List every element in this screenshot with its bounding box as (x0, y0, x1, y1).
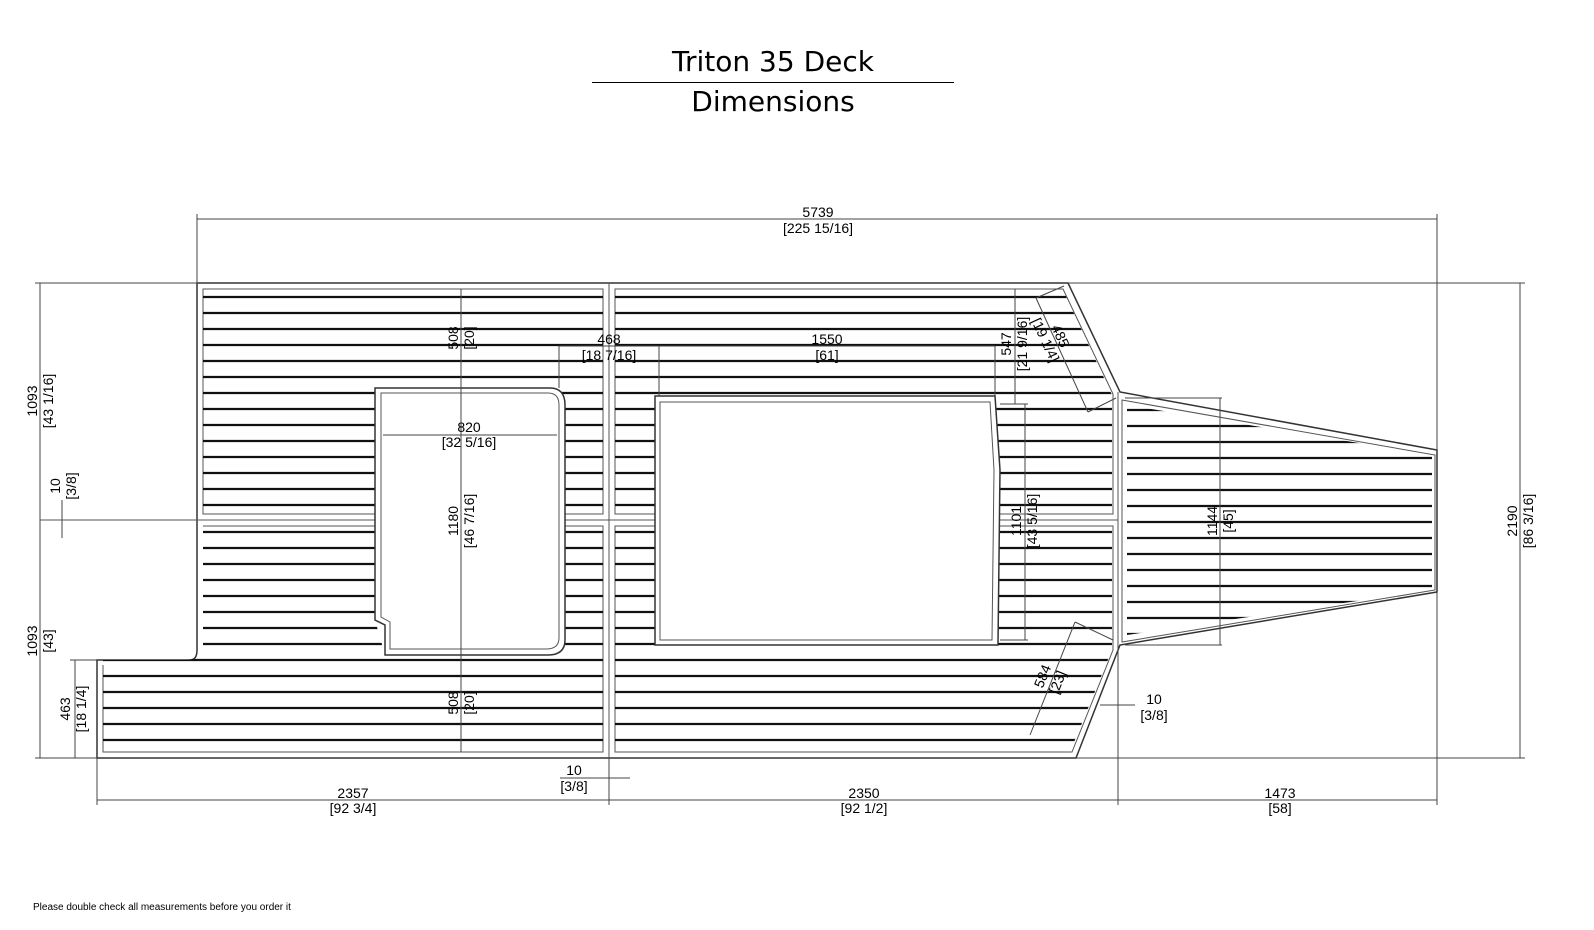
dimension-lines (35, 214, 1525, 805)
step-height-mm: 463 (57, 697, 73, 721)
lower-strip-mm: 508 (445, 691, 461, 715)
left-lower-height-inch: [43] (40, 629, 56, 652)
section-c-length-inch: [58] (1268, 800, 1291, 816)
side-strip-mm: 468 (597, 331, 621, 347)
section-b-length-mm: 2350 (848, 785, 879, 801)
hatch-cutout-inner (659, 401, 995, 641)
lower-strip-inch: [20] (461, 691, 477, 714)
hatch-length-inch: [61] (815, 347, 838, 363)
footer-note: Please double check all measurements bef… (33, 902, 291, 913)
planks-section-c-bow (1127, 408, 1432, 635)
dimension-labels: 5739 [225 15/16] 2190 [86 3/16] 1093 [43… (24, 204, 1536, 816)
right-gap-mm: 10 (1146, 691, 1162, 707)
right-gap-inch: [3/8] (1140, 707, 1167, 723)
upper-corner-mm: 547 (998, 332, 1014, 356)
page-title: Triton 35 Deck Dimensions (592, 42, 954, 118)
section-a-length-inch: [92 3/4] (330, 800, 377, 816)
hatch-cutout (654, 395, 1001, 646)
section-c-length-mm: 1473 (1264, 785, 1295, 801)
overall-width-mm: 2190 (1504, 505, 1520, 536)
section-b-length-inch: [92 1/2] (841, 800, 888, 816)
bow-width-mm: 1144 (1204, 506, 1220, 536)
overall-length-inch: [225 15/16] (783, 220, 853, 236)
hatch-side-inch: [43 5/16] (1024, 494, 1040, 549)
hatch-side-mm: 1101 (1008, 506, 1024, 536)
left-gap-inch: [3/8] (63, 472, 79, 499)
bottom-gap-inch: [3/8] (560, 778, 587, 794)
left-gap-mm: 10 (47, 478, 63, 494)
bow-width-inch: [45] (1220, 509, 1236, 532)
upper-strip-inch: [20] (461, 326, 477, 349)
bottom-gap-mm: 10 (566, 762, 582, 778)
section-a-length-mm: 2357 (337, 785, 368, 801)
hatch-length-mm: 1550 (811, 331, 842, 347)
left-upper-height-mm: 1093 (24, 385, 40, 416)
cutout-a-height-inch: [46 7/16] (461, 494, 477, 549)
cutout-a-inner (380, 392, 560, 650)
cutout-a-height-mm: 1180 (445, 506, 461, 536)
overall-length-mm: 5739 (802, 204, 833, 220)
overall-width-inch: [86 3/16] (1520, 494, 1536, 549)
side-strip-inch: [18 7/16] (582, 347, 637, 363)
cutout-a (374, 387, 566, 656)
cutout-a-width-mm: 820 (457, 419, 481, 435)
cutout-a-width-inch: [32 5/16] (442, 434, 497, 450)
upper-corner-inch: [21 9/16] (1014, 317, 1030, 372)
left-lower-height-mm: 1093 (24, 625, 40, 656)
left-upper-height-inch: [43 1/16] (40, 374, 56, 429)
upper-strip-mm: 508 (445, 326, 461, 350)
step-height-inch: [18 1/4] (73, 686, 89, 733)
